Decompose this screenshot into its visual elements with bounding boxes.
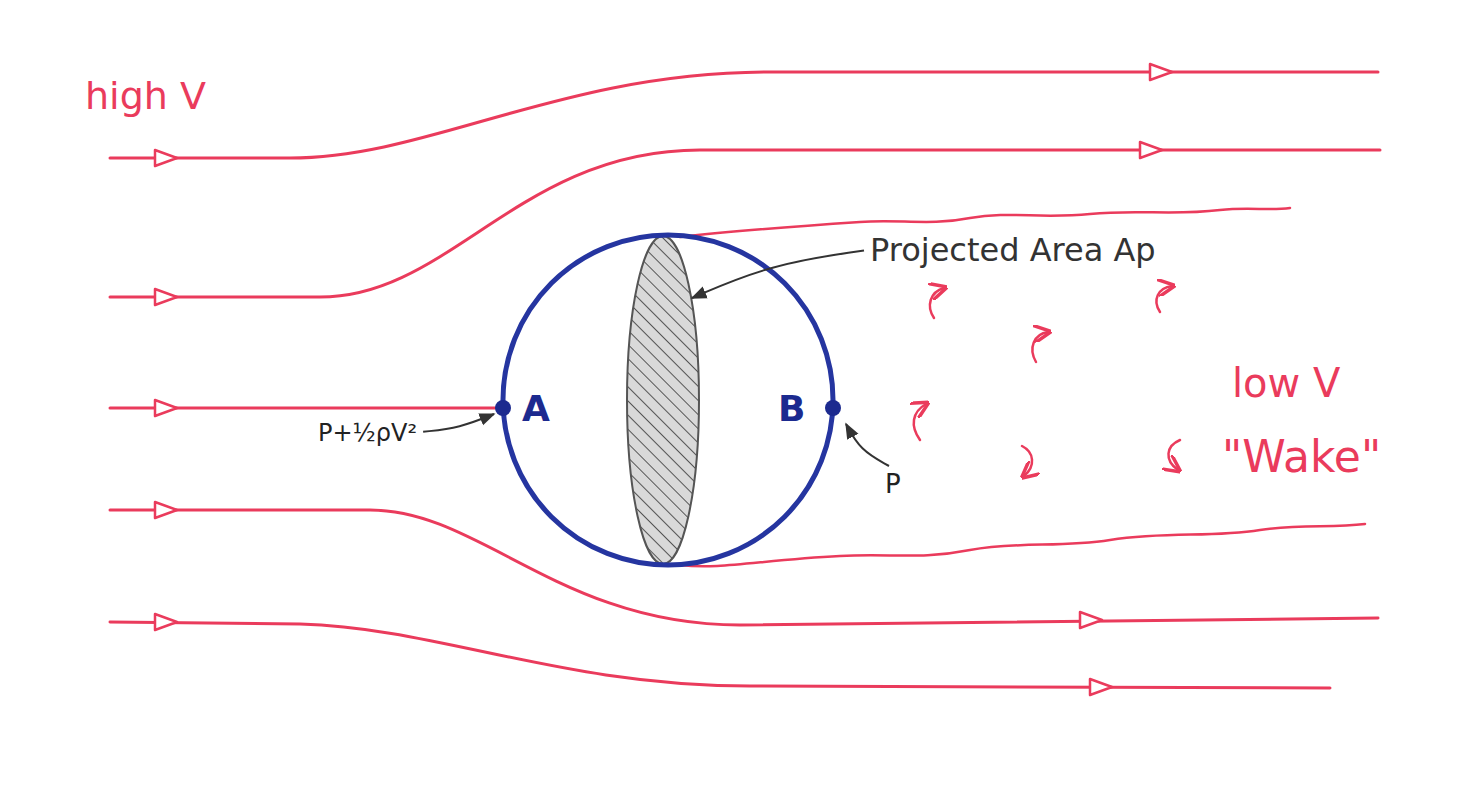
pressure-label: P+½ρV² [318, 420, 417, 448]
wake-edge [680, 524, 1365, 566]
streamline [110, 150, 1380, 297]
projected-area [627, 236, 699, 564]
point-dot [825, 400, 841, 416]
streamlines [110, 72, 1380, 688]
point-dot [495, 400, 511, 416]
streamline [110, 622, 1330, 688]
streamline [110, 510, 1378, 625]
wake-boundary [680, 208, 1365, 566]
sphere [503, 235, 833, 565]
point-label: A [522, 388, 550, 429]
flow-note: high V [85, 75, 206, 119]
wake-label: "Wake" [1222, 432, 1381, 483]
leader-line [423, 414, 494, 432]
point-label: B [778, 388, 805, 429]
streamline [110, 72, 1378, 158]
flow-note: low V [1232, 360, 1340, 406]
eddy-arrows [914, 286, 1180, 476]
pressure-label: P [885, 470, 901, 500]
leader-line [846, 424, 889, 466]
leader-line [692, 250, 864, 298]
area-callout: Projected Area Ap [870, 232, 1156, 269]
leader-lines [423, 250, 889, 466]
flow-arrowheads [155, 64, 1172, 695]
